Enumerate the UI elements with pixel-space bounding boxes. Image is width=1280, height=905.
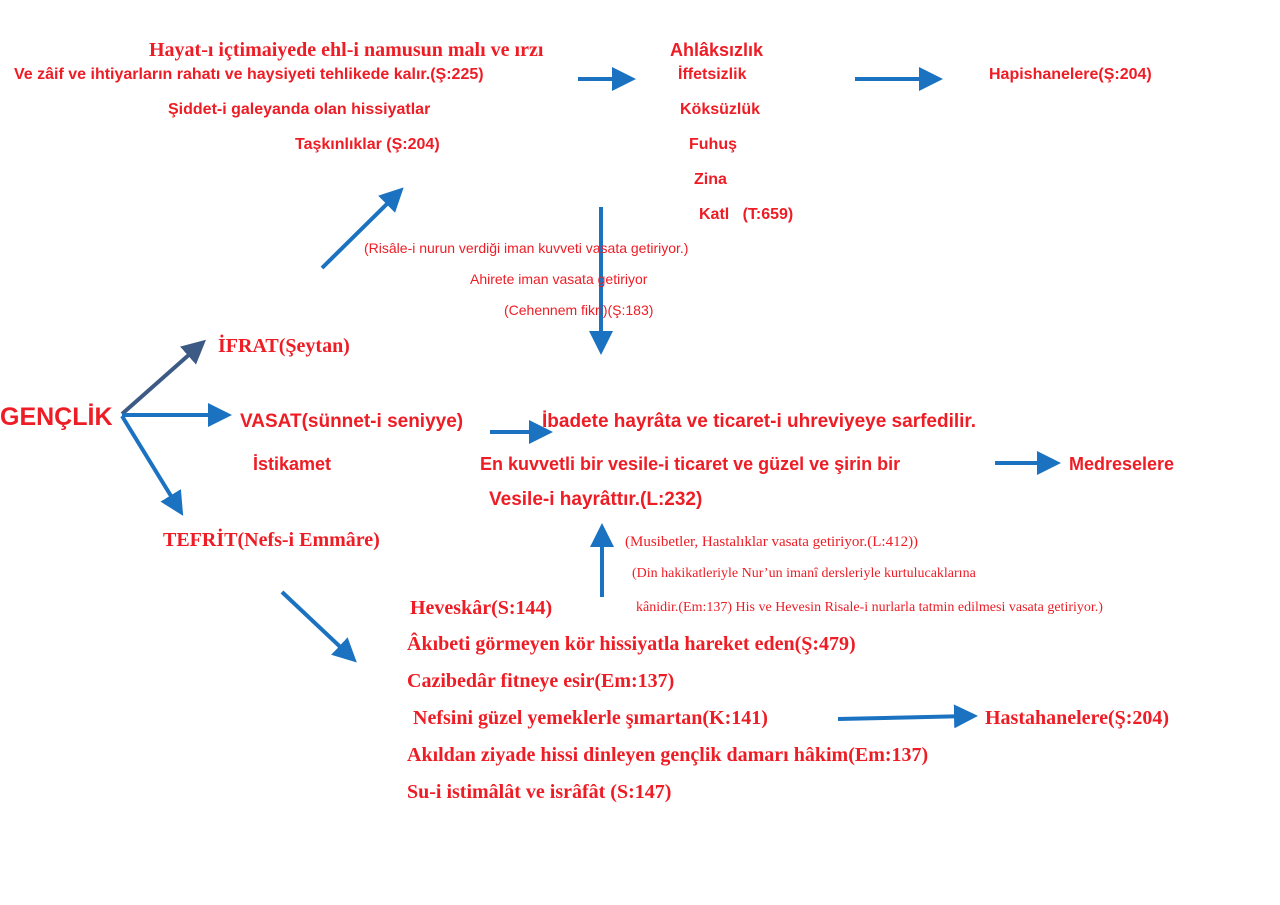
tefrit-text: Cazibedâr fitneye esir(Em:137) <box>407 670 675 692</box>
vasat-text: Vesile-i hayrâttır.(L:232) <box>489 489 703 510</box>
root-node: GENÇLİK <box>0 403 113 431</box>
tefrit-text: Nefsini güzel yemeklerle şımartan(K:141) <box>413 707 768 729</box>
tefrit-node: TEFRİT(Nefs-i Emmâre) <box>163 529 380 551</box>
tefrit-text: Heveskâr(S:144) <box>410 597 553 619</box>
ifrat-node: İFRAT(Şeytan) <box>218 335 350 357</box>
vice-item: Köksüzlük <box>680 101 761 118</box>
arrow-ifrat-up <box>320 187 404 270</box>
vice-item: Ahlâksızlık <box>670 40 764 60</box>
arrow-to-ifrat <box>120 339 206 416</box>
ifrat-text: Şiddet-i galeyanda olan hissiyatlar <box>168 101 431 118</box>
ifrat-text: Taşkınlıklar (Ş:204) <box>295 136 440 153</box>
tefrit-cure: kânidir.(Em:137) His ve Hevesin Risale-i… <box>636 600 1103 615</box>
ifrat-text: Hayat-ı içtimaiyede ehl-i namusun malı v… <box>149 39 544 61</box>
vice-item: Fuhuş <box>689 136 737 153</box>
ifrat-text: Ve zâif ve ihtiyarların rahatı ve haysiy… <box>14 66 484 83</box>
tefrit-text: Akıldan ziyade hissi dinleyen gençlik da… <box>407 744 929 766</box>
hospital-node: Hastahanelere(Ş:204) <box>985 707 1170 729</box>
vice-item: İffetsizlik <box>678 66 747 83</box>
vasat-text: En kuvvetli bir vesile-i ticaret ve güze… <box>480 454 901 474</box>
tefrit-cure: (Musibetler, Hastalıklar vasata getiriyo… <box>625 534 919 550</box>
ifrat-cure: (Risâle-i nurun verdiği iman kuvveti vas… <box>364 240 689 256</box>
arrow-to-tefrit <box>120 414 184 516</box>
tefrit-cure: (Din hakikatleriyle Nur’un imanî dersler… <box>632 566 976 581</box>
ifrat-cure: Ahirete iman vasata getiriyor <box>470 271 648 287</box>
vasat-text: İbadete hayrâta ve ticaret-i uhreviyeye … <box>542 411 977 432</box>
ifrat-cure: (Cehennem fikri)(Ş:183) <box>504 302 654 318</box>
istikamet-label: İstikamet <box>253 454 332 474</box>
vice-item: Zina <box>694 171 727 188</box>
tefrit-text: Âkıbeti görmeyen kör hissiyatla hareket … <box>407 633 856 655</box>
vice-item: Katl (T:659) <box>699 206 794 223</box>
tefrit-text: Su-i istimâlât ve isrâfât (S:147) <box>407 781 672 803</box>
vasat-node: VASAT(sünnet-i seniyye) <box>240 411 464 432</box>
arrow-to-hospital <box>837 704 978 729</box>
madrasa-node: Medreselere <box>1069 454 1175 474</box>
arrow-tefrit-down <box>280 590 357 663</box>
prison-node: Hapishanelere(Ş:204) <box>989 66 1152 83</box>
